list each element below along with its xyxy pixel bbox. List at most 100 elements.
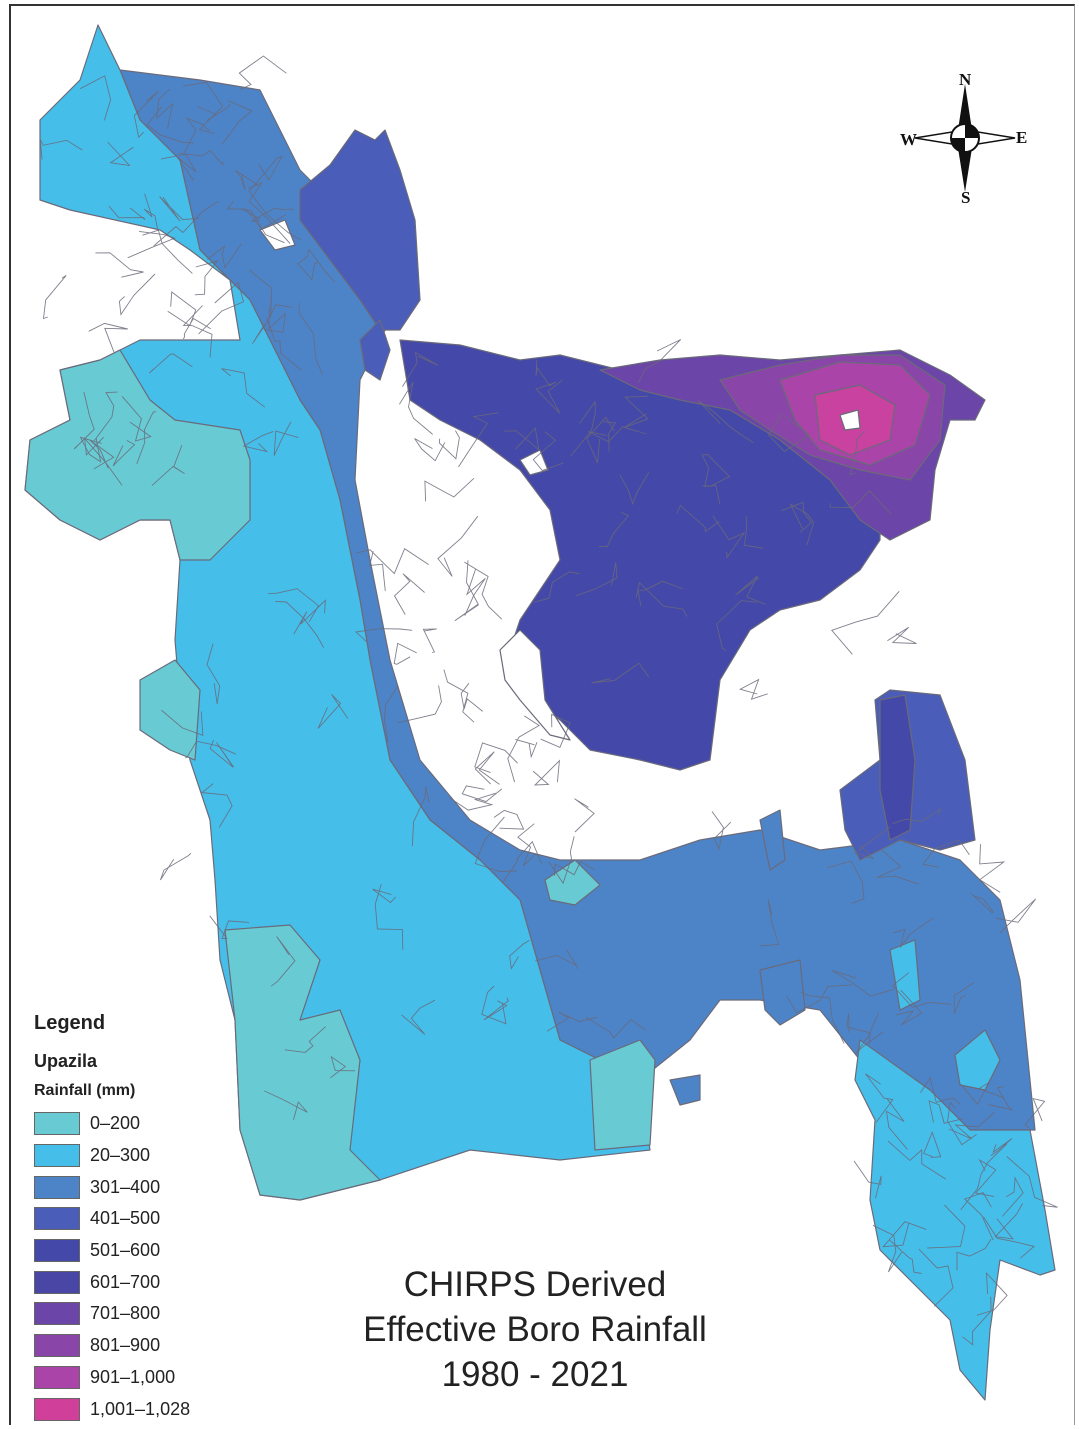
- legend-layer-name: Upazila: [34, 1051, 98, 1071]
- upazila-boundary-line: [532, 431, 564, 472]
- upazila-boundary-line: [535, 360, 555, 387]
- upazila-boundary-line: [221, 100, 253, 145]
- upazila-boundary-line: [393, 573, 425, 615]
- upazila-boundary-line: [369, 551, 386, 592]
- upazila-boundary-line: [151, 444, 185, 486]
- legend-item: 701–800: [34, 1298, 294, 1330]
- zone-401-500-north: [299, 129, 421, 331]
- upazila-boundary-line: [182, 81, 224, 135]
- island-1: [759, 959, 806, 1026]
- upazila-boundary-line: [483, 997, 509, 1021]
- upazila-boundary-line: [711, 811, 732, 851]
- upazila-boundary-line: [153, 200, 219, 247]
- upazila-boundary-line: [716, 600, 757, 651]
- upazila-boundary-line: [892, 807, 942, 825]
- map-frame: [9, 4, 1075, 1425]
- upazila-boundary-line: [209, 915, 250, 939]
- upazila-boundary-line: [995, 898, 1037, 934]
- upazila-boundary-line: [242, 430, 274, 453]
- compass-south: S: [961, 188, 971, 207]
- upazila-boundary-line: [235, 170, 259, 191]
- upazila-boundary-line: [474, 751, 500, 785]
- upazila-boundary-line: [599, 511, 630, 548]
- zone-20-300-se: [854, 1039, 1056, 1401]
- upazila-boundary-line: [443, 669, 475, 723]
- upazila-boundary-line: [575, 562, 618, 597]
- upazila-boundary-line: [264, 1090, 308, 1120]
- upazila-boundary-line: [994, 1203, 1024, 1240]
- upazila-boundary-line: [251, 207, 294, 222]
- legend-item: 401–500: [34, 1203, 294, 1235]
- upazila-boundary-line: [504, 427, 540, 451]
- upazila-boundary-line: [79, 436, 102, 463]
- upazila-boundary-line: [920, 1076, 961, 1105]
- upazila-boundary-line: [888, 1239, 922, 1274]
- upazila-boundary-line: [535, 379, 563, 414]
- legend-item: 501–600: [34, 1235, 294, 1267]
- water-4: [839, 409, 861, 431]
- upazila-boundary-line: [923, 1131, 942, 1158]
- upazila-boundary-line: [759, 899, 780, 947]
- upazila-boundary-line: [962, 1296, 992, 1346]
- map-title: CHIRPS Derived Effective Boro Rainfall 1…: [300, 1262, 770, 1397]
- upazila-boundary-line: [948, 1112, 995, 1140]
- upazila-boundary-line: [846, 1013, 871, 1044]
- upazila-boundary-line: [474, 816, 518, 872]
- upazila-boundary-line: [767, 412, 811, 452]
- upazila-boundary-line: [963, 1192, 994, 1241]
- upazila-boundary-line: [449, 792, 496, 811]
- upazila-boundary-line: [401, 999, 436, 1035]
- upazila-boundary-line: [831, 591, 900, 655]
- legend-label: 901–1,000: [90, 1366, 176, 1387]
- upazila-boundary-line: [268, 588, 320, 623]
- legend-label: 401–500: [90, 1208, 161, 1229]
- upazila-boundary-line: [546, 1011, 598, 1032]
- upazila-boundary-line: [159, 196, 199, 222]
- zone-0-200-west2: [139, 659, 201, 761]
- upazila-boundary-line: [922, 839, 970, 868]
- title-line-3: 1980 - 2021: [441, 1355, 629, 1394]
- upazila-boundary-line: [789, 503, 815, 546]
- upazila-boundary-line: [829, 490, 892, 515]
- upazila-boundary-line: [298, 302, 323, 375]
- upazila-boundary-line: [437, 515, 479, 577]
- upazila-boundary-line: [438, 430, 460, 460]
- upazila-boundary-line: [317, 693, 349, 729]
- upazila-boundary-line: [264, 306, 287, 333]
- upazila-boundary-line: [887, 1140, 947, 1180]
- upazila-boundary-line: [424, 477, 475, 502]
- upazila-boundary-line: [241, 208, 285, 244]
- upazila-boundary-line: [554, 860, 595, 876]
- legend-item: 601–700: [34, 1266, 294, 1298]
- upazila-boundary-line: [148, 353, 193, 374]
- upazila-boundary-line: [953, 982, 975, 1015]
- upazila-boundary-line: [974, 1158, 997, 1198]
- upazila-boundary-line: [182, 305, 213, 358]
- legend-swatch: [34, 1365, 80, 1389]
- upazila-boundary-line: [198, 281, 245, 335]
- upazila-boundary-line: [238, 55, 287, 91]
- upazila-boundary-line: [591, 662, 650, 684]
- upazila-boundary-line: [585, 1016, 647, 1039]
- upazila-boundary-line: [39, 138, 83, 160]
- upazila-boundary-line: [79, 75, 112, 121]
- upazila-boundary-line: [735, 575, 767, 605]
- upazila-boundary-line: [603, 421, 617, 452]
- upazila-boundary-line: [464, 561, 503, 620]
- upazila-boundary-line: [800, 991, 845, 1044]
- upazila-boundary-line: [182, 317, 211, 340]
- upazila-boundary-line: [167, 291, 197, 327]
- upazila-boundary-line: [252, 304, 293, 345]
- zone-0-200-s: [589, 1039, 656, 1151]
- upazila-boundary-line: [293, 599, 326, 635]
- legend-label: 1,001–1,028: [90, 1398, 191, 1419]
- upazila-boundary-line: [637, 339, 682, 383]
- upazila-boundary-line: [978, 844, 1006, 893]
- upazila-boundary-line: [112, 440, 136, 467]
- upazila-boundary-line: [200, 783, 233, 828]
- upazila-boundary-line: [273, 421, 299, 456]
- upazila-boundary-line: [849, 430, 865, 476]
- legend-label: 0–200: [90, 1113, 141, 1134]
- upazila-boundary-line: [635, 581, 688, 617]
